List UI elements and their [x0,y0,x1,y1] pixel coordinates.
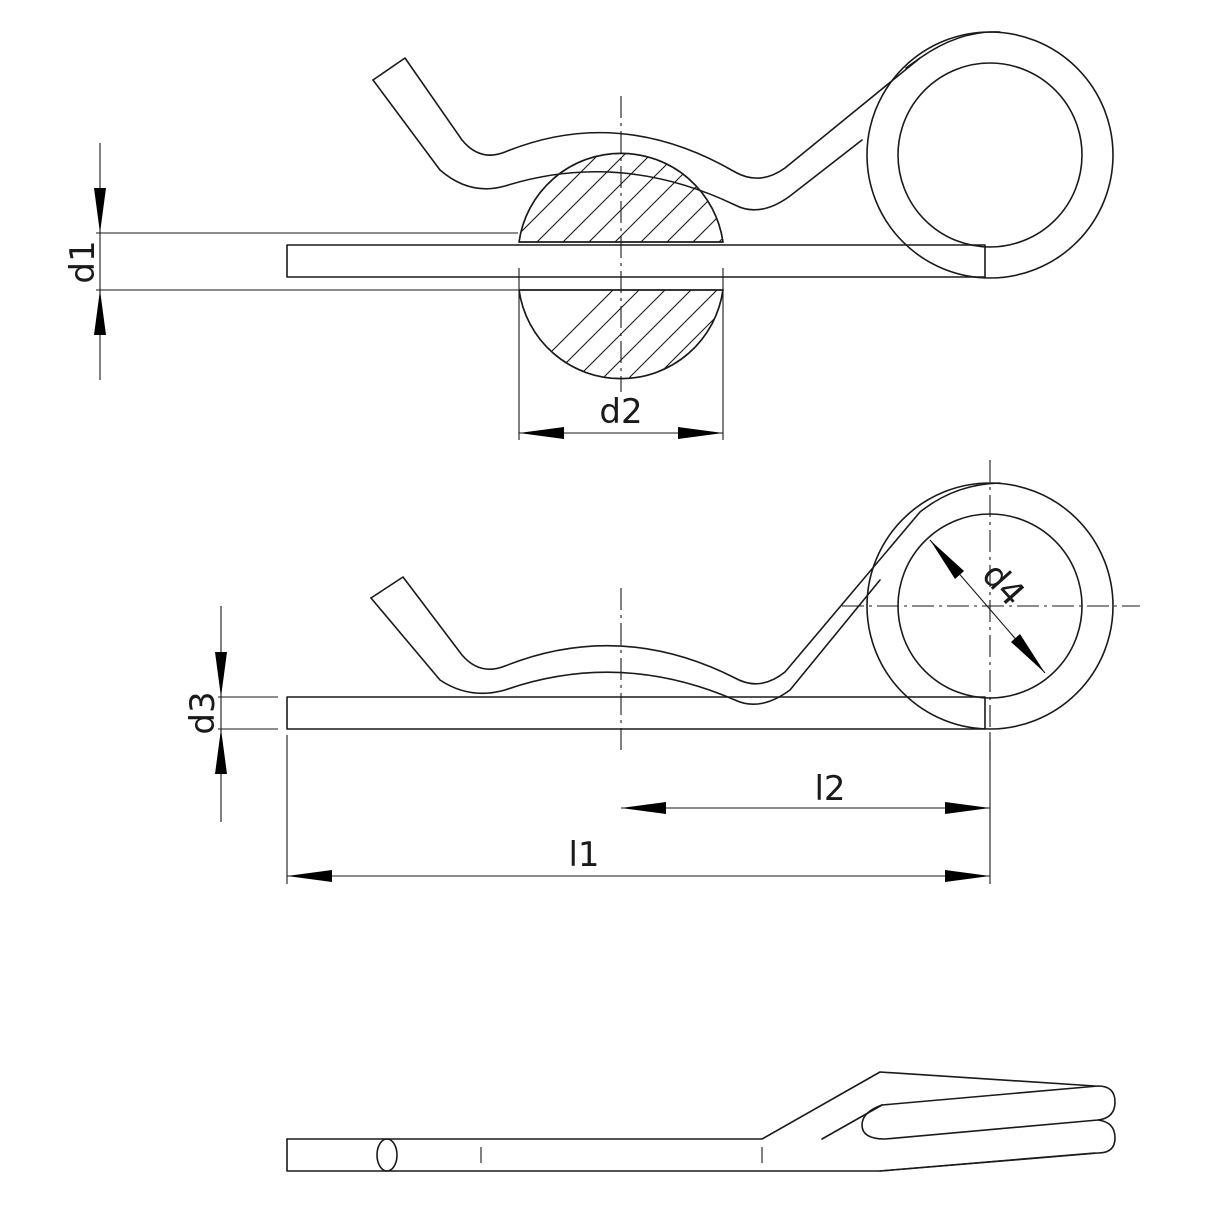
shaft-hatching [510,150,740,242]
pin-coil-inner [897,62,1083,248]
pin-straight-leg [286,244,986,278]
coil-end-upper [861,1085,1116,1140]
dim-d3: d3 [183,606,278,822]
label-d1: d1 [63,240,103,283]
pin-wavy-leg [372,31,1001,179]
label-d4: d4 [974,555,1033,614]
pin-straight-leg-2 [286,696,986,730]
label-l1: l1 [568,835,599,875]
label-d2: d2 [599,392,642,432]
dim-l1: l1 [286,735,991,884]
pin-top-outline [286,1138,1096,1172]
label-l2: l2 [814,769,845,809]
label-d3: d3 [183,691,223,734]
middle-view-free-pin: d3 d4 l2 l1 [183,460,1140,884]
dim-d1: d1 [63,143,518,380]
coil-end-lower [879,1119,1116,1172]
pin-end-ellipse [376,1138,398,1172]
top-view-pin-in-shaft: d1 d2 [63,31,1114,440]
pin-coil-outer [866,31,1114,279]
bottom-view-pin-top [286,1071,1116,1172]
pin-wavy-leg-2 [370,482,1001,685]
dim-d2: d2 [518,268,724,440]
dim-l2: l2 [621,735,991,820]
shaft-hatching-bottom [522,290,740,380]
